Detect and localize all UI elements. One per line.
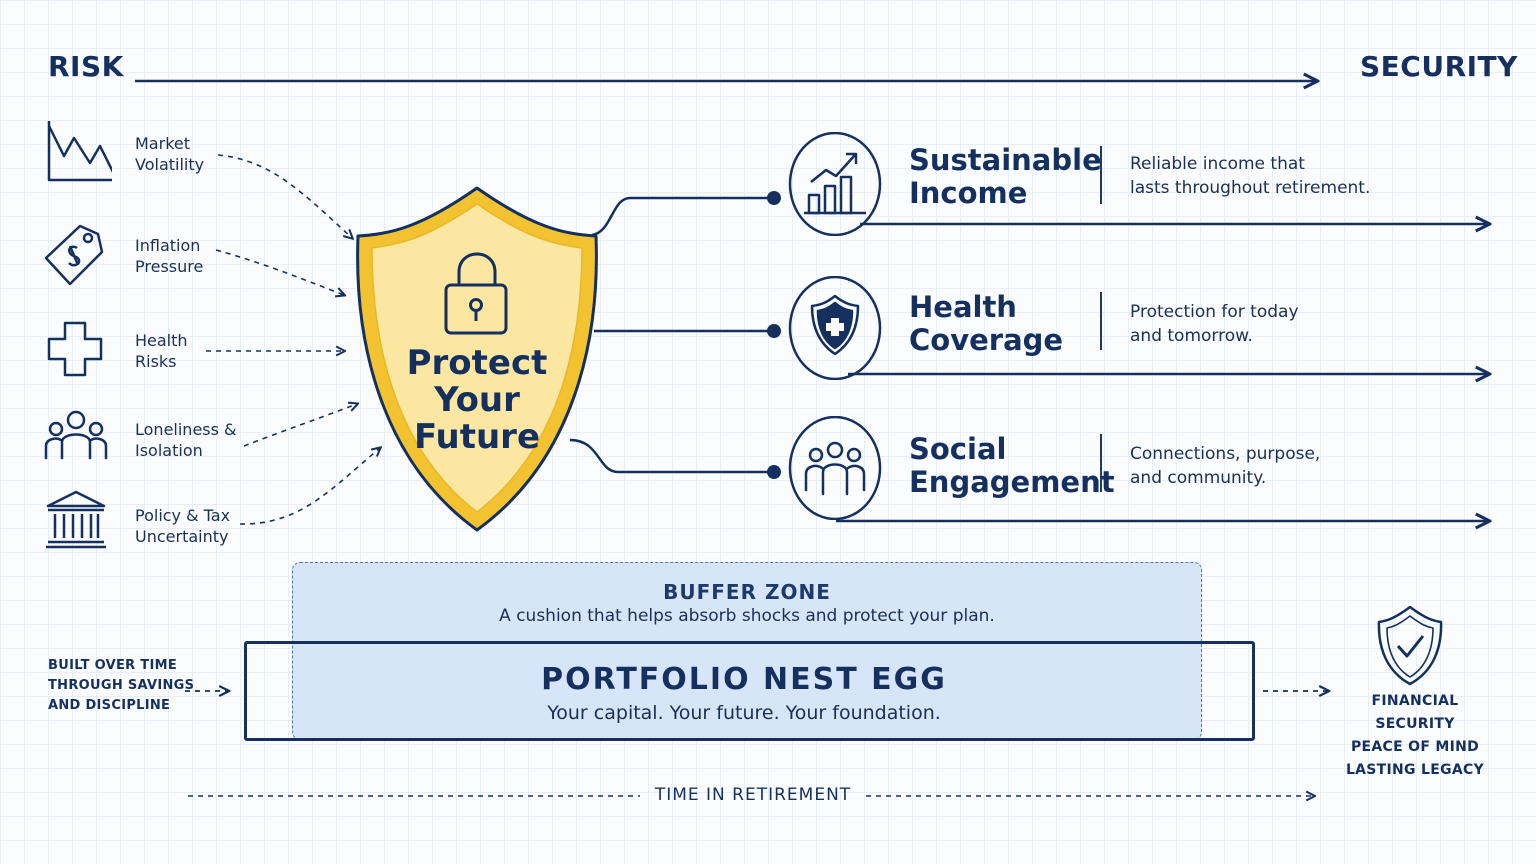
benefit-desc-income: Reliable income that lasts throughout re… bbox=[1130, 154, 1371, 198]
risk-arrow-inflation bbox=[215, 249, 344, 295]
connector-income bbox=[591, 196, 774, 237]
shield-label: Protect Your Future bbox=[406, 343, 548, 457]
built-over-time-label: BUILT OVER TIME THROUGH SAVINGS AND DISC… bbox=[48, 658, 195, 713]
time-in-retirement-label: TIME IN RETIREMENT bbox=[654, 785, 852, 805]
padlock-icon bbox=[444, 252, 508, 335]
benefit-sustainable-income: Sustainable Income Reliable income that … bbox=[788, 132, 1508, 262]
divider-social bbox=[1100, 434, 1102, 492]
medical-cross-icon bbox=[47, 321, 103, 377]
price-tag-icon bbox=[44, 224, 104, 286]
connector-social bbox=[569, 438, 774, 474]
risk-arrow-policy bbox=[239, 448, 380, 525]
risk-item-health-risks: Health Risks bbox=[40, 315, 260, 395]
risk-item-policy-tax: Policy & Tax Uncertainty bbox=[40, 488, 260, 568]
divider-health bbox=[1100, 292, 1102, 350]
buffer-zone-title: BUFFER ZONE bbox=[663, 580, 831, 604]
risk-item-loneliness-isolation: Loneliness & Isolation bbox=[40, 404, 260, 484]
community-icon bbox=[788, 416, 882, 520]
chart-decline-icon bbox=[47, 121, 112, 182]
benefit-health-coverage: Health Coverage Protection for today and… bbox=[788, 276, 1508, 406]
risk-item-inflation-pressure: Inflation Pressure bbox=[40, 220, 260, 300]
risk-label: RISK bbox=[48, 50, 124, 83]
outcome-label: FINANCIAL SECURITY PEACE OF MIND LASTING… bbox=[1345, 693, 1485, 778]
risk-label-policy-tax: Policy & Tax Uncertainty bbox=[135, 506, 231, 546]
buffer-zone bbox=[292, 562, 1202, 740]
nest-egg-title: PORTFOLIO NEST EGG bbox=[541, 662, 947, 697]
health-shield-icon bbox=[788, 276, 882, 380]
risk-label-loneliness-isolation: Loneliness & Isolation bbox=[135, 420, 237, 460]
risk-label-inflation-pressure: Inflation Pressure bbox=[135, 236, 204, 276]
benefit-social-engagement: Social Engagement Connections, purpose, … bbox=[788, 416, 1508, 546]
risk-item-market-volatility: Market Volatility bbox=[40, 118, 260, 198]
benefit-desc-social: Connections, purpose, and community. bbox=[1130, 444, 1321, 488]
benefit-title-health: Health Coverage bbox=[909, 290, 1064, 357]
benefit-title-income: Sustainable Income bbox=[909, 143, 1102, 210]
growth-chart-icon bbox=[788, 132, 882, 236]
divider-income bbox=[1100, 146, 1102, 204]
nest-egg-subtitle: Your capital. Your future. Your foundati… bbox=[547, 702, 941, 724]
benefit-title-social: Social Engagement bbox=[909, 432, 1115, 499]
portfolio-nest-egg-box bbox=[244, 641, 1255, 741]
people-group-icon bbox=[44, 410, 108, 460]
security-label: SECURITY bbox=[1360, 50, 1518, 83]
protect-shield bbox=[356, 186, 598, 532]
benefit-desc-health: Protection for today and tomorrow. bbox=[1130, 302, 1299, 346]
check-shield-icon bbox=[1377, 605, 1443, 686]
risk-label-health-risks: Health Risks bbox=[135, 331, 188, 371]
risk-arrow-market bbox=[217, 154, 352, 238]
risk-arrow-loneliness bbox=[243, 404, 357, 447]
risk-label-market-volatility: Market Volatility bbox=[135, 134, 205, 174]
government-building-icon bbox=[46, 490, 106, 549]
buffer-zone-description: A cushion that helps absorb shocks and p… bbox=[499, 606, 995, 626]
